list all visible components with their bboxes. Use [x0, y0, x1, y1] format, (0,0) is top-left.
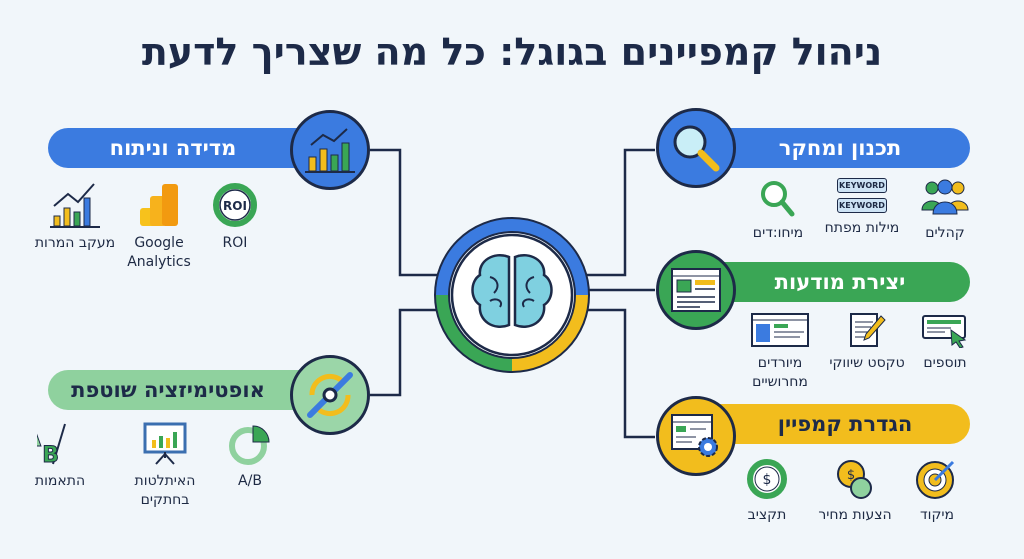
- item-google-analytics: Google Analytics: [113, 182, 205, 272]
- item-label: התאמות: [34, 473, 86, 489]
- item-label: מיקוד: [919, 507, 955, 523]
- edit-document-icon: [850, 313, 886, 347]
- section-planning-header: תכנון ומחקר: [690, 128, 970, 168]
- item-label: האיתלטות בחתקים: [134, 473, 196, 508]
- audience-icon: [921, 179, 969, 215]
- item-test-reports: האיתלטות בחתקים: [120, 422, 210, 510]
- growth-chart-icon: [50, 183, 100, 228]
- center-brain: [434, 217, 590, 373]
- cursor-click-icon: [922, 315, 967, 348]
- section-setup-header: הגדרת קמפיין: [700, 404, 970, 444]
- optimization-cycle-icon: [307, 372, 353, 418]
- magnifier-icon: [673, 125, 720, 172]
- item-audiences: קהלים: [900, 178, 990, 243]
- section-setup-badge: [656, 396, 736, 476]
- section-ads-header: יצירת מודעות: [690, 262, 970, 302]
- bar-chart-icon: [305, 128, 355, 173]
- analytics-logo-icon: [140, 184, 178, 226]
- ab-letters-icon: AB: [37, 423, 66, 466]
- item-label: מיחו:דים: [752, 225, 804, 241]
- svg-text:$: $: [763, 472, 772, 488]
- svg-text:A: A: [37, 427, 41, 452]
- item-label: A/B: [238, 473, 262, 489]
- section-optimization-header: אופטימיזציה שוטפת: [48, 370, 328, 410]
- item-label: קהלים: [925, 225, 965, 241]
- coins-icon: $: [837, 460, 872, 499]
- item-bids: $ הצעות מחיר: [810, 458, 900, 525]
- roi-ring-icon: ROI: [213, 183, 257, 227]
- page-title: ניהול קמפיינים בגוגל: כל מה שצריך לדעת: [141, 30, 883, 74]
- ad-layout-icon: [671, 268, 721, 312]
- item-unique: מיחו:דים: [733, 178, 823, 243]
- presentation-chart-icon: [143, 422, 187, 465]
- item-label: תקציב: [747, 507, 787, 523]
- section-ads-badge: [656, 250, 736, 330]
- item-targeting: מיקוד: [892, 458, 982, 525]
- section-measurement-badge: [290, 110, 370, 190]
- item-label: תוספים: [923, 355, 967, 371]
- item-adjustments: AB התאמות: [15, 422, 105, 491]
- item-marketing-text: טקסט שיווקי: [822, 312, 912, 373]
- item-label: טקסט שיווקי: [829, 355, 905, 371]
- item-ab-test: A/B: [205, 422, 295, 491]
- settings-window-icon: [671, 414, 718, 457]
- svg-text:ROI: ROI: [223, 199, 247, 213]
- search-icon: [761, 181, 795, 217]
- item-keywords: KEYWORD KEYWORD מילות מפתח: [817, 178, 907, 238]
- item-label: Google Analytics: [127, 235, 191, 270]
- keyword-icon: KEYWORD KEYWORD: [837, 178, 887, 213]
- section-optimization-badge: [290, 355, 370, 435]
- web-page-icon: [751, 313, 809, 347]
- svg-text:$: $: [847, 468, 855, 483]
- item-extensions: תוספים: [900, 312, 990, 373]
- item-label: ROI: [222, 235, 248, 251]
- section-planning-badge: [656, 108, 736, 188]
- item-responsive-ads: מיורדים מחרושיים: [735, 312, 825, 392]
- brain-icon: [434, 217, 590, 373]
- target-icon: [916, 460, 955, 499]
- pie-chart-icon: [229, 425, 270, 465]
- section-measurement-header: מדידה וניתוח: [48, 128, 338, 168]
- budget-icon: $: [747, 459, 787, 499]
- item-label: מיורדים מחרושיים: [752, 355, 808, 390]
- item-conversion-tracking: מעקב המרות: [30, 182, 120, 253]
- svg-text:B: B: [42, 443, 59, 466]
- item-budget: $ תקציב: [722, 458, 812, 525]
- item-roi: ROI ROI: [190, 182, 280, 253]
- item-label: הצעות מחיר: [818, 507, 892, 523]
- item-label: מעקב המרות: [34, 235, 116, 251]
- item-label: מילות מפתח: [824, 220, 900, 236]
